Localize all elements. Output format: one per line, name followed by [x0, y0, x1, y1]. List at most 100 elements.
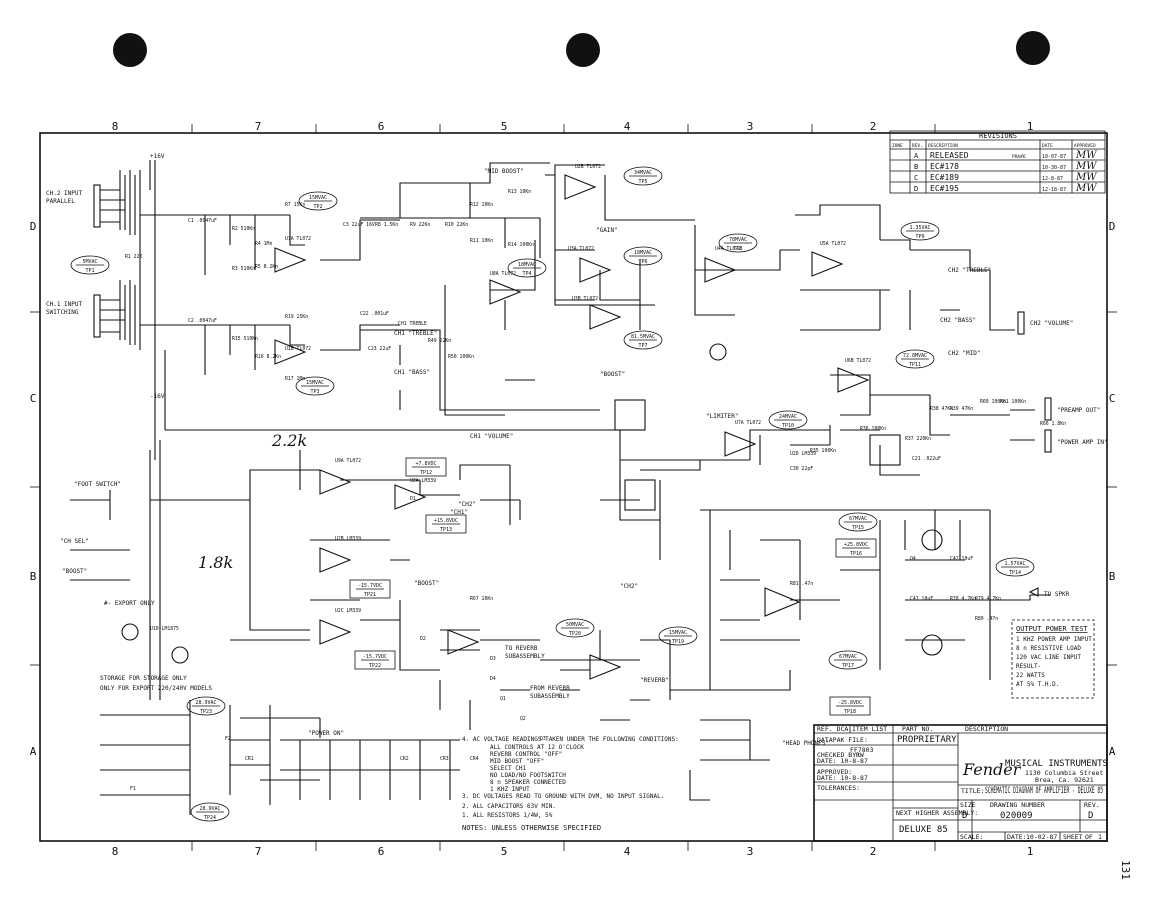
- test-point-id: TP10: [782, 423, 794, 429]
- storage-label: STORAGE FOR STORAGE ONLY: [100, 675, 187, 682]
- component-label: U2C LM339: [335, 608, 361, 614]
- ch1-switching-label: SWITCHING: [46, 309, 79, 316]
- component-label: CR3: [440, 756, 449, 762]
- revisions-header: REV.: [912, 143, 923, 149]
- component-label: U10 LM1875: [150, 626, 179, 632]
- revision-letter: B: [914, 163, 918, 171]
- component-label: U4A TL072: [715, 246, 741, 252]
- ch1-led-label: "CH1": [450, 509, 468, 516]
- notes-block: 4. AC VOLTAGE READINGS TAKEN UNDER THE F…: [462, 736, 679, 832]
- test-point-id: TP6: [638, 259, 647, 265]
- to-reverb-label: TO REVERB: [505, 645, 538, 652]
- test-point-value: -15.7VDC: [363, 654, 387, 660]
- zone-label-left-A: A: [30, 745, 37, 758]
- component-label: R35 100Kn: [810, 448, 836, 454]
- component-label: C3 22uF 16V: [343, 222, 375, 228]
- test-point-value: 1.57VAC: [1004, 561, 1025, 567]
- test-point-value: 1.35VAC: [909, 225, 930, 231]
- component-label: R11 10Kn: [470, 238, 493, 244]
- component-label: CR1: [245, 756, 254, 762]
- test-point-value: 34MVAC: [634, 170, 652, 176]
- test-point-id: TP4: [522, 271, 531, 277]
- handwritten-18k: 1.8k: [198, 553, 233, 572]
- zone-label-left-D: D: [30, 220, 37, 233]
- test-point-id: TP11: [909, 362, 921, 368]
- test-point-value: +25.8VDC: [844, 542, 868, 548]
- zone-label-bottom-4: 4: [624, 845, 631, 858]
- zone-label-top-1: 1: [1027, 120, 1034, 133]
- test-point-id: TP14: [1009, 570, 1021, 576]
- component-label: CR4: [470, 756, 479, 762]
- component-label: Q4: [910, 556, 916, 562]
- component-label: R2 510Kn: [232, 226, 255, 232]
- tb-size: D: [962, 811, 967, 821]
- output-test-line: 22 WATTS: [1016, 672, 1045, 679]
- component-label: R61 100Kn: [1000, 399, 1026, 405]
- component-label: R15 510Kn: [232, 336, 258, 342]
- test-point-id: TP9: [915, 234, 924, 240]
- component-label: U3A TL072: [568, 246, 594, 252]
- test-point-id: TP22: [369, 663, 381, 669]
- component-label: R9 22Kn: [410, 222, 430, 228]
- test-point-id: TP5: [638, 179, 647, 185]
- component-label: R50 100Kn: [448, 354, 474, 360]
- from-reverb-sub-label: SUBASSEMBLY: [530, 693, 570, 700]
- component-label: R12 10Kn: [470, 202, 493, 208]
- power-on-label: "POWER ON": [308, 730, 344, 737]
- component-label: F1: [130, 786, 136, 792]
- component-label: U7A TL072: [735, 420, 761, 426]
- tb-part-no: PART NO.: [902, 725, 933, 733]
- tb-rev-label: REV.: [1084, 801, 1100, 809]
- tb-sheet: SHEET: [1063, 833, 1083, 841]
- tb-checked: CHECKED BY:: [817, 751, 860, 759]
- tb-date2: DATE: 10-8-87: [817, 774, 868, 782]
- boost-led-label: "BOOST": [414, 580, 439, 587]
- ch1-volume-label: CH1 "VOLUME": [470, 433, 513, 440]
- zone-label-right-A: A: [1109, 745, 1116, 758]
- zone-label-bottom-8: 8: [112, 845, 119, 858]
- test-point-value: -15.7VDC: [358, 583, 382, 589]
- revision-approval: MW: [1075, 161, 1097, 172]
- note-line: 3. DC VOLTAGES READ TO GROUND WITH DVM, …: [462, 793, 664, 800]
- tb-item-list: ITEM LIST: [852, 725, 887, 733]
- output-jacks: [1017, 311, 1052, 597]
- test-point-tp9: 1.35VAC TP9: [900, 221, 940, 241]
- component-label: D1: [410, 496, 416, 502]
- tb-company: MUSICAL INSTRUMENTS: [1005, 759, 1108, 769]
- component-label: U3B TL072: [572, 296, 598, 302]
- component-label: U6B TL072: [845, 358, 871, 364]
- tb-date-label: DATE:: [1007, 833, 1027, 841]
- test-point-value: 72.8MVAC: [903, 353, 927, 359]
- component-label: U2B LM339: [335, 536, 361, 542]
- limiter-label: "LIMITER": [706, 413, 739, 420]
- test-point-value: 18MVAC: [518, 262, 536, 268]
- page-number: 131: [1119, 860, 1132, 880]
- tb-drawing-number-label: DRAWING NUMBER: [990, 801, 1045, 809]
- boost-pot-label: "BOOST": [600, 371, 625, 378]
- zone-label-right-B: B: [1109, 570, 1116, 583]
- test-point-value: 15MVAC: [306, 380, 324, 386]
- to-reverb-sub-label: SUBASSEMBLY: [505, 653, 545, 660]
- test-point-id: TP18: [844, 709, 856, 715]
- component-label: R38 47Kn: [930, 406, 953, 412]
- component-label: R13 10Kn: [508, 189, 531, 195]
- component-label: R79 4.7Kn: [975, 596, 1001, 602]
- jack-j1: [93, 294, 101, 338]
- note-line: 1 KHZ INPUT: [490, 786, 530, 793]
- zone-label-left-C: C: [30, 392, 37, 405]
- test-point-tp5: 34MVAC TP5: [623, 166, 663, 186]
- component-label: R80 .47n: [975, 616, 998, 622]
- rail-plus-label: +16V: [150, 153, 165, 160]
- component-label: D3: [490, 656, 496, 662]
